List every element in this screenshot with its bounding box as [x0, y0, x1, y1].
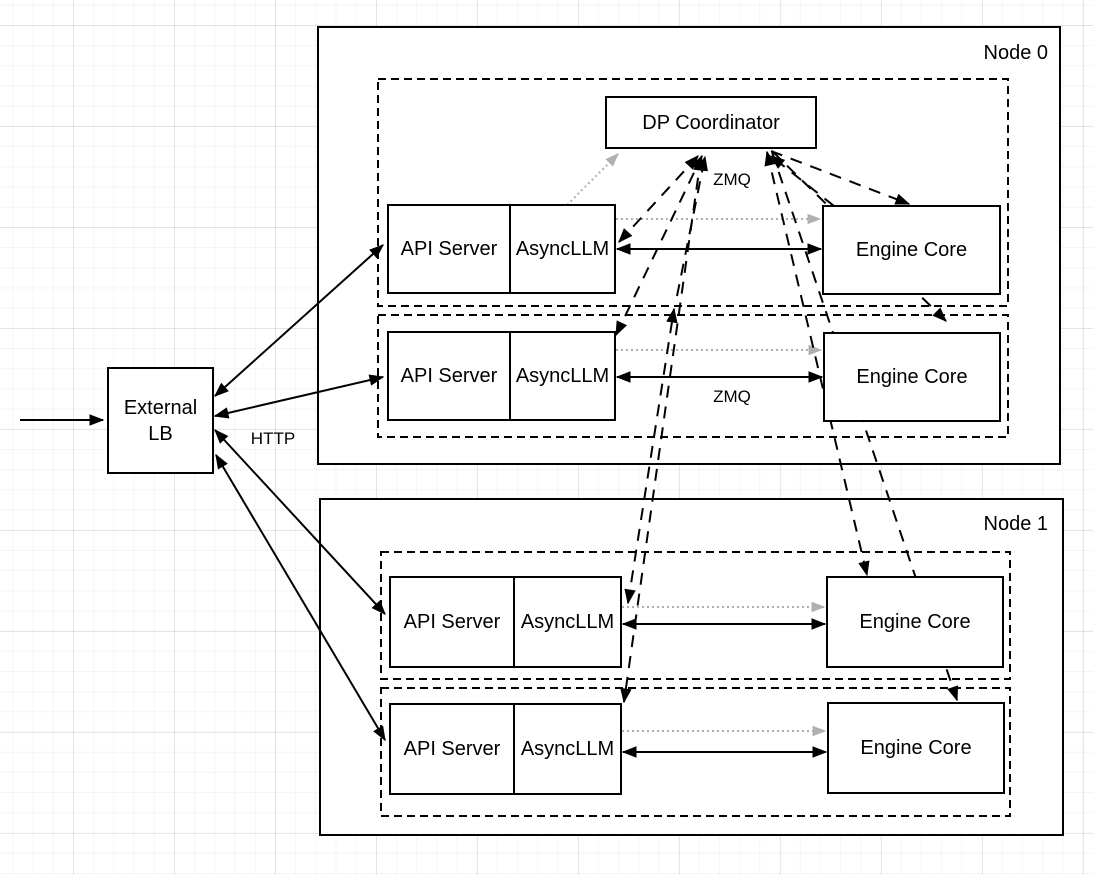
external-lb-box — [107, 367, 214, 474]
api-server-box-row3 — [389, 576, 622, 668]
engine-core-box-row3 — [826, 576, 1004, 668]
dashed-edges — [615, 150, 957, 702]
api-server-box-row1 — [387, 204, 616, 294]
node1-label: Node 1 — [983, 513, 1049, 535]
api-server-label-row1: API Server — [400, 238, 498, 260]
edge-lb-api2 — [215, 377, 383, 416]
node0-label: Node 0 — [983, 42, 1049, 64]
edge-dotted-async1-dpc — [566, 154, 618, 206]
api-server-label-row3: API Server — [403, 611, 501, 633]
async-llm-label-row2: AsyncLLM — [515, 365, 610, 387]
dp-coordinator-label: DP Coordinator — [642, 111, 780, 134]
api-server-label-row2: API Server — [400, 365, 498, 387]
engine-core-label-row2: Engine Core — [856, 366, 968, 388]
zmq-engine-label: ZMQ — [713, 387, 751, 406]
dp-coordinator-box — [605, 96, 817, 149]
engine-core-label-row4: Engine Core — [860, 737, 972, 759]
external-lb-line1: External — [123, 396, 198, 419]
http-label: HTTP — [250, 429, 296, 448]
async-llm-label-row3: AsyncLLM — [520, 611, 615, 633]
engine-core-box-row1 — [822, 205, 1001, 295]
api-server-box-row2 — [387, 331, 616, 421]
edge-lb-api1 — [215, 245, 383, 396]
engine-core-box-row4 — [827, 702, 1005, 794]
async-llm-label-row1: AsyncLLM — [515, 238, 610, 260]
edge-dashed-dpc-ec3 — [767, 152, 867, 575]
external-lb-label: External LB — [108, 368, 213, 473]
engine-core-box-row2 — [823, 332, 1001, 422]
engine-core-label-row3: Engine Core — [859, 611, 971, 633]
zmq-coordinator-label: ZMQ — [713, 170, 751, 189]
process-boxes — [107, 96, 1005, 795]
edge-lb-api4 — [215, 455, 386, 740]
api-server-box-row4 — [389, 703, 622, 795]
external-lb-line2: LB — [148, 422, 173, 445]
engine-core-label-row1: Engine Core — [855, 239, 968, 261]
edge-dashed-dpc-async4 — [624, 157, 701, 702]
api-server-label-row4: API Server — [403, 738, 501, 760]
async-llm-label-row4: AsyncLLM — [520, 738, 615, 760]
